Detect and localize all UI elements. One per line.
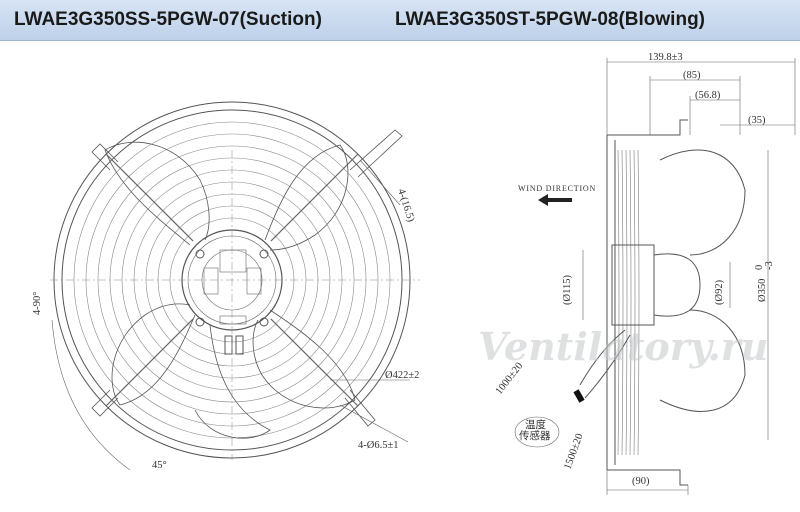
dim-92: (Ø92) [714, 279, 725, 305]
dim-angle-left: 4-90° [32, 292, 43, 315]
guard-spoke [105, 318, 194, 407]
header-bar: LWAE3G350SS-5PGW-07(Suction) LWAE3G350ST… [0, 0, 800, 41]
guard-rib [625, 149, 628, 456]
dim-overall-depth: 139.8±3 [648, 52, 683, 63]
dim-350-tol-lower: -3 [764, 261, 775, 270]
watermark: Ventilatory.ru [478, 324, 768, 369]
dim-90: (90) [632, 476, 650, 487]
guard-spokes [105, 153, 359, 407]
dim-angle-bottom: 45° [152, 460, 167, 471]
guard-spoke [105, 153, 194, 242]
dim-diameter: Ø422±2 [385, 370, 419, 381]
dim-cable-2: 1500±20 [562, 432, 585, 471]
guard-rib [617, 149, 620, 456]
temp-sensor-label-2: 传感器 [519, 429, 551, 442]
guard-spoke [270, 318, 359, 407]
dim-350-tol-upper: 0 [754, 265, 765, 270]
technical-drawing: 4-(16.5) 4-90° 45° Ø422±2 4-Ø6.5±1 139.8… [32, 52, 796, 495]
dim-350: Ø350 [757, 279, 768, 302]
wind-direction-label: WIND DIRECTION [518, 184, 596, 193]
dim-holes: 4-Ø6.5±1 [358, 440, 398, 451]
guard-rib [637, 149, 640, 456]
wind-direction-arrow-icon [538, 194, 572, 206]
dim-35: (35) [748, 115, 766, 126]
dim-115: (Ø115) [562, 275, 573, 305]
fan-blades [104, 141, 356, 439]
dim-slot: 4-(16.5) [395, 188, 416, 224]
title-suction: LWAE3G350SS-5PGW-07(Suction) [14, 9, 322, 30]
guard-spoke [270, 153, 359, 242]
guard-rib [629, 149, 632, 456]
side-view: 139.8±3 (85) (56.8) (35) WIND DIRECTION … [494, 52, 796, 495]
dim-56-8: (56.8) [695, 90, 721, 101]
title-blowing: LWAE3G350ST-5PGW-08(Blowing) [395, 9, 706, 30]
front-view: 4-(16.5) 4-90° 45° Ø422±2 4-Ø6.5±1 [32, 101, 420, 471]
guard-rib [633, 149, 636, 456]
temp-sensor-label-1: 温度 [525, 418, 546, 431]
guard-rib [621, 149, 624, 456]
dim-85: (85) [683, 70, 701, 81]
mounting-brackets [91, 129, 403, 427]
